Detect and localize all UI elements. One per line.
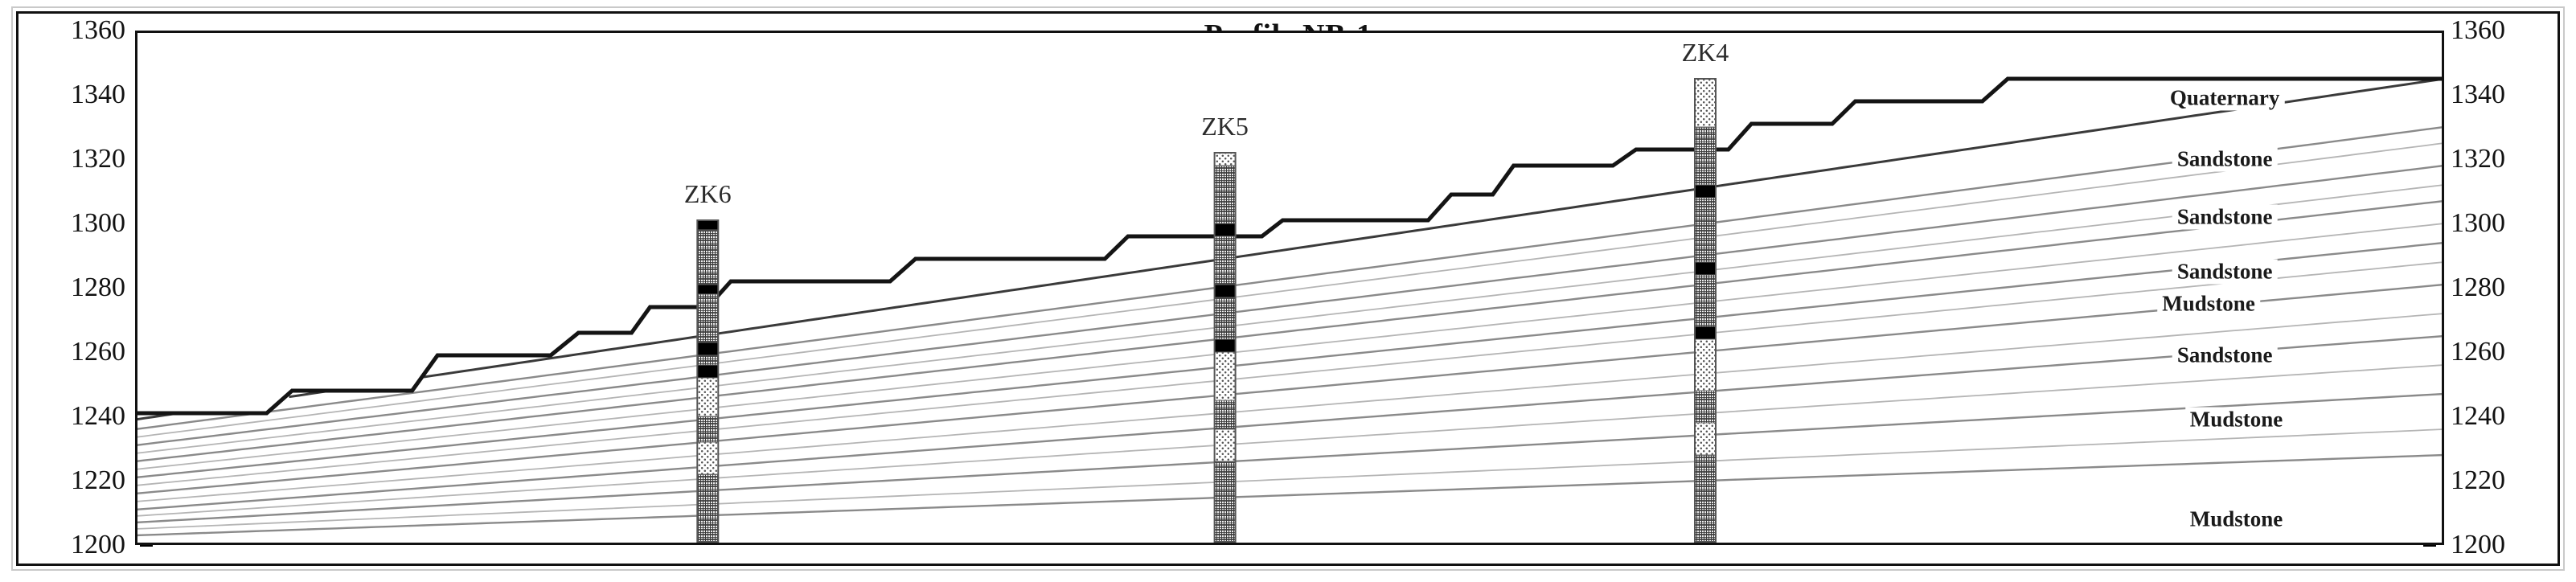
borehole-segment-coal <box>1694 184 1717 199</box>
borehole-segment-coal <box>696 219 719 231</box>
borehole-outline <box>696 219 720 543</box>
axis-tick-label: 1240 <box>2451 401 2505 431</box>
borehole-segment-coal <box>696 342 719 356</box>
borehole-zk4[interactable] <box>1694 78 1717 543</box>
layer-boundary-line <box>135 392 2444 524</box>
axis-tick-label: 1360 <box>2451 15 2505 45</box>
borehole-segment-mudstone <box>696 229 719 285</box>
borehole-zk6[interactable] <box>696 219 720 543</box>
layer-boundaries <box>135 77 2444 537</box>
layer-boundary-line <box>135 364 2444 517</box>
strat-label-sandstone-1: Sandstone <box>2172 146 2278 172</box>
layer-boundary-line <box>135 334 2444 511</box>
axis-tick-label: 1360 <box>71 15 125 45</box>
ground-surface-polyline <box>135 76 2444 416</box>
axis-tick-label: 1240 <box>71 401 125 431</box>
borehole-segment-coal <box>1214 338 1237 353</box>
axis-tick-label: 1300 <box>2451 208 2505 238</box>
axis-tick-label: 1300 <box>71 208 125 238</box>
strat-label-mudstone-4: Mudstone <box>2157 291 2260 317</box>
borehole-segment-sandstone <box>1694 78 1717 128</box>
ground-surface-line <box>135 76 2444 416</box>
borehole-segment-mudstone <box>1694 274 1717 327</box>
borehole-segment-coal <box>1214 223 1237 237</box>
borehole-segment-sandstone <box>696 377 719 417</box>
borehole-segment-mudstone <box>1694 197 1717 263</box>
borehole-segment-coal <box>1694 261 1717 276</box>
borehole-segment-sandstone <box>1214 428 1237 462</box>
borehole-segment-mudstone <box>1694 390 1717 424</box>
layer-boundary-line <box>135 261 2444 486</box>
axis-tick-label: 1340 <box>2451 80 2505 109</box>
layer-boundary-line <box>135 283 2444 495</box>
layer-boundary-line <box>135 125 2444 431</box>
borehole-segment-sandstone <box>1694 422 1717 456</box>
borehole-label-zk5: ZK5 <box>1201 112 1249 141</box>
layer-boundary-line <box>135 142 2444 438</box>
strat-label-mudstone-6: Mudstone <box>2184 407 2288 432</box>
axis-tick-label: 1340 <box>71 80 125 109</box>
borehole-label-zk4: ZK4 <box>1681 38 1729 67</box>
borehole-segment-sandstone <box>696 441 719 475</box>
borehole-segment-sandstone <box>1694 338 1717 391</box>
layer-boundary-line <box>135 164 2444 447</box>
borehole-segment-mudstone <box>696 293 719 343</box>
layer-boundary-line <box>135 428 2444 530</box>
strat-label-sandstone-3: Sandstone <box>2172 259 2278 285</box>
axis-tick-label: 1320 <box>71 144 125 174</box>
layer-boundary-line <box>135 241 2444 479</box>
axis-tick-label: 1320 <box>2451 144 2505 174</box>
cross-section-plot <box>135 31 2444 545</box>
layer-boundary-line <box>423 77 2444 379</box>
borehole-segment-coal <box>696 284 719 295</box>
strat-label-quaternary-0: Quaternary <box>2164 85 2285 111</box>
axis-tick-label: 1200 <box>71 530 125 559</box>
borehole-outline <box>1694 78 1717 543</box>
borehole-outline <box>1213 152 1237 543</box>
borehole-zk5[interactable] <box>1213 152 1237 543</box>
borehole-segment-mudstone <box>696 416 719 443</box>
layer-boundary-line <box>135 184 2444 454</box>
borehole-segment-mudstone <box>1694 126 1717 186</box>
borehole-label-zk6: ZK6 <box>683 179 732 208</box>
axis-tick-label: 1220 <box>71 465 125 495</box>
borehole-segment-mudstone <box>1214 400 1237 430</box>
axis-tick-label: 1200 <box>2451 530 2505 559</box>
strat-label-sandstone-2: Sandstone <box>2172 204 2278 230</box>
axis-tick-label: 1280 <box>2451 273 2505 302</box>
axis-tick-label: 1280 <box>71 273 125 302</box>
borehole-segment-coal <box>696 364 719 379</box>
borehole-segment-mudstone <box>1214 297 1237 340</box>
layer-boundary-line <box>135 199 2444 463</box>
strat-label-mudstone-7: Mudstone <box>2184 506 2288 532</box>
layer-boundary-line <box>135 223 2444 470</box>
borehole-segment-mudstone <box>1214 165 1237 224</box>
borehole-segment-coal <box>1694 326 1717 340</box>
axis-tick-label: 1220 <box>2451 465 2505 495</box>
borehole-segment-coal <box>1214 284 1237 298</box>
borehole-segment-mudstone <box>696 473 719 543</box>
borehole-segment-sandstone <box>1214 152 1237 166</box>
axis-tick-label: 1260 <box>2451 337 2505 367</box>
cross-section-svg <box>135 76 2444 543</box>
borehole-segment-mudstone <box>696 355 719 366</box>
borehole-segment-sandstone <box>1214 351 1237 401</box>
layer-boundary-line <box>135 313 2444 502</box>
layer-boundary-line <box>135 453 2444 537</box>
axis-tick-label: 1260 <box>71 337 125 367</box>
strat-label-sandstone-5: Sandstone <box>2172 342 2278 368</box>
borehole-segment-mudstone <box>1214 236 1237 285</box>
borehole-segment-mudstone <box>1214 461 1237 543</box>
borehole-columns <box>696 78 1717 543</box>
borehole-segment-mudstone <box>1694 454 1717 543</box>
